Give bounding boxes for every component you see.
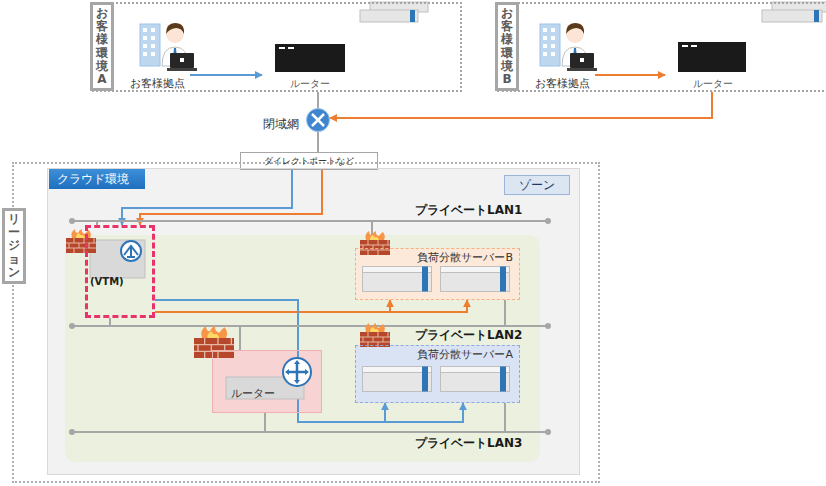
connector [155,300,463,422]
router-box: ルーター [262,42,357,92]
connector-path [389,300,391,312]
node-label: 負荷分散サーバーA [417,348,513,361]
router-box: ルーター [212,350,322,413]
customer-icon [540,23,597,71]
node-label: ルーター [693,78,733,90]
connector [140,170,322,225]
connector-path [595,74,665,76]
lan-end-dot [69,218,551,435]
node-label: 閉域網 [263,117,299,131]
lan-label: プライベートLAN3 [415,436,522,450]
connector-path [122,170,292,225]
connector [318,132,319,152]
node-label: ルーター [231,387,275,400]
node-label: 負荷分散サーバーB [417,251,513,264]
customer-icon [140,23,197,71]
lan-wire [72,221,548,432]
vtm-device [90,240,145,278]
customer-environment: お客様環境A お客様拠点 ルーター [92,2,462,92]
connector-path [317,132,319,152]
node-label: ゾーン [504,175,570,195]
label-anchor: プライベートLAN1 [415,203,522,217]
firewall-icon [66,229,96,253]
customer-environment: お客様環境B お客様拠点 ルーター [497,2,826,92]
server-group: 負荷分散サーバーA [355,345,520,403]
customer-site: お客様拠点 [530,22,595,92]
router-box: ルーター [665,42,760,92]
connector [330,92,712,118]
connector-path [155,300,463,422]
connector [318,92,319,108]
vtm-box: (VTM) [85,225,155,318]
label-anchor: プライベートLAN2 [415,328,522,342]
closed-network-circle: 閉域網 [306,108,330,132]
router-device [275,44,345,72]
cross-mark-stroke [312,114,324,126]
connector-path [330,92,712,118]
server-group: 負荷分散サーバーB [355,248,520,300]
firewall-icon [194,326,234,358]
node-label: ルーター [290,78,330,90]
customer-site: お客様拠点 [125,22,190,92]
connector-path [384,403,386,422]
cloud-ground [47,168,580,475]
connector [595,75,665,76]
server-b-ground [355,248,520,300]
lan-label: プライベートLAN2 [415,328,522,342]
server-device [360,2,428,22]
server-device [762,2,826,22]
server-device [441,267,510,292]
lan-label: プライベートLAN1 [415,203,522,217]
connector-path [155,300,467,312]
connector-path [190,74,262,76]
node-label: ダイレクトポートなど [264,156,354,167]
server-device [363,367,432,392]
node-label: リージョン [2,208,26,284]
connector-path [317,92,319,108]
connector [155,300,467,312]
node-label: お客様環境B [495,2,519,91]
connector [190,75,262,76]
router-ground [212,350,322,413]
node-label: (VTM) [90,276,124,288]
server-device [363,267,432,292]
connector [122,170,292,225]
zone-area: ゾーン (VTM) 負荷分散サーバーB 負荷分散サーバーA ルーター [62,175,575,467]
server-a-ground [355,345,520,403]
firewall-icon [360,323,390,347]
cross-mark [307,109,329,131]
zone-ground [65,235,540,462]
node-label: お客様環境A [90,2,114,91]
node-label: お客様拠点 [535,77,590,90]
connector-path [140,170,322,225]
node-label: クラウド環境 [49,169,145,189]
router-device [678,42,746,72]
node-label: お客様拠点 [130,77,185,90]
label-anchor: プライベートLAN3 [415,436,522,450]
firewall-icon [360,231,390,255]
server-device [441,367,510,392]
